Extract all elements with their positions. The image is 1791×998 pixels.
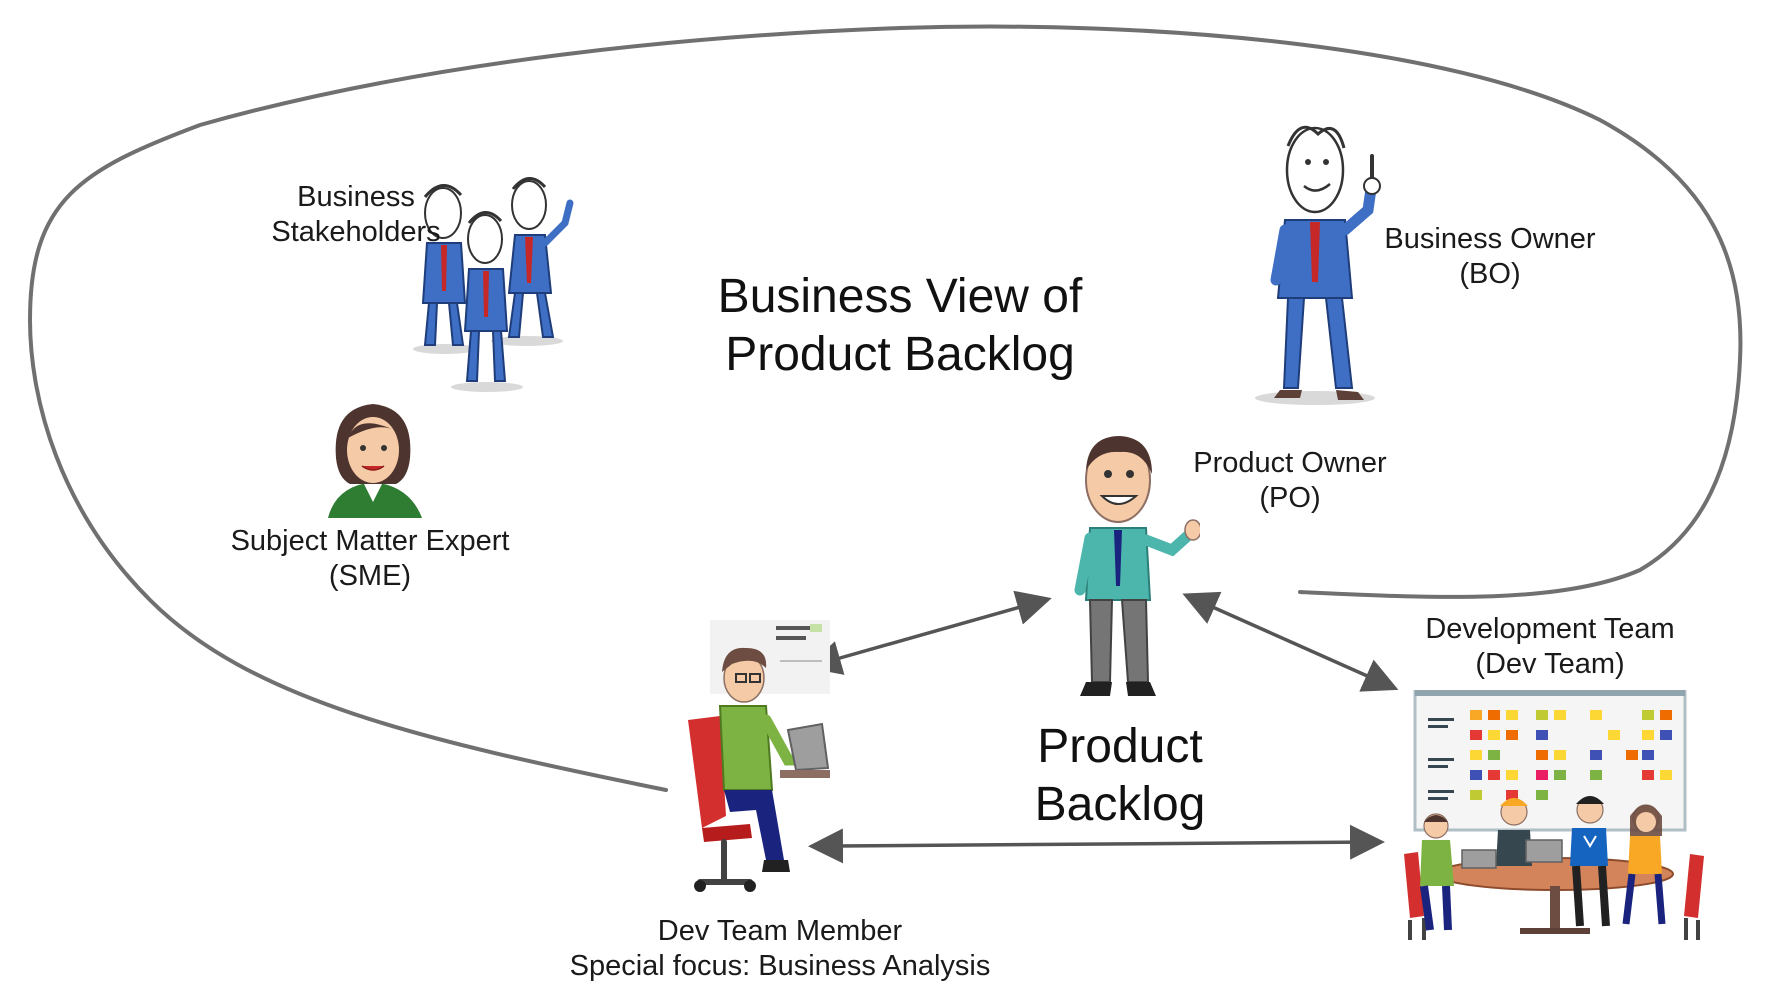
dev-team-board-icon [1404,690,1704,940]
label-dev-team-member: Dev Team Member Special focus: Business … [540,914,1020,984]
product-backlog-line2: Backlog [1034,778,1206,831]
team-person-3 [1570,796,1610,927]
arrow-member-team [808,824,1385,864]
business-view-line1: Business View of [717,270,1083,323]
team-person-1 [1420,813,1454,931]
label-business-stakeholders: Business Stakeholders [256,180,456,250]
title-business-view: Business View of Product Backlog [660,268,1140,384]
product-owner-line2: (PO) [1259,482,1321,514]
product-owner-icon [1074,436,1200,696]
business-view-boundary [27,24,1743,792]
label-subject-matter-expert: Subject Matter Expert (SME) [210,524,530,594]
stakeholder-figure-left [413,184,477,354]
product-backlog-line1: Product [1037,720,1203,773]
development-team-line1: Development Team [1425,613,1675,645]
team-person-2 [1461,798,1563,869]
label-business-owner: Business Owner (BO) [1360,222,1620,292]
arrow-po-team [1182,591,1399,692]
business-view-line2: Product Backlog [725,328,1075,381]
business-stakeholders-line1: Business [297,181,415,213]
business-owner-line2: (BO) [1459,258,1521,290]
business-stakeholders-line2: Stakeholders [271,216,441,248]
business-owner-line1: Business Owner [1384,223,1596,255]
title-product-backlog: Product Backlog [1000,718,1240,834]
stakeholder-figure-front [451,211,523,392]
team-person-4 [1622,804,1666,925]
sme-portrait-icon [328,404,422,518]
business-stakeholders-icon [413,177,574,392]
dev-team-member-icon [688,620,830,892]
stakeholder-figure-right [491,177,574,346]
task-board-notes [1428,710,1672,800]
business-owner-icon [1255,125,1381,405]
dev-team-member-line2: Special focus: Business Analysis [569,950,991,982]
sme-line1: Subject Matter Expert [230,525,510,557]
label-product-owner: Product Owner (PO) [1170,446,1410,516]
label-development-team: Development Team (Dev Team) [1410,612,1690,682]
dev-team-member-line1: Dev Team Member [657,915,903,947]
product-owner-line1: Product Owner [1193,447,1387,479]
development-team-line2: (Dev Team) [1475,648,1625,680]
arrow-member-po [806,590,1052,675]
sme-line2: (SME) [328,560,412,592]
